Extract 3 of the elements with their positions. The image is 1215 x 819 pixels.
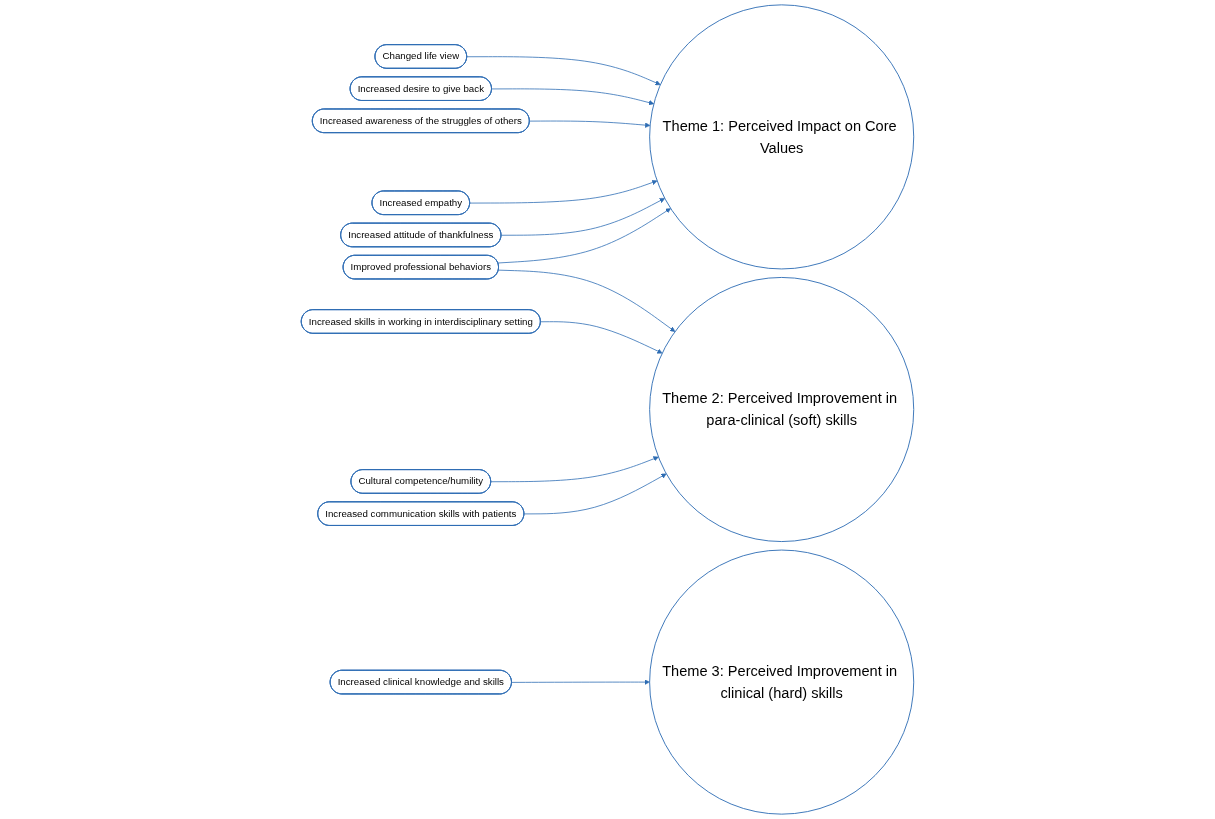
node-circle: Theme 1: Perceived Impact on Core Values	[649, 4, 915, 270]
node-circle: Theme 2: Perceived Improvement in para-clinical (soft) skills	[649, 277, 915, 542]
node-circle: Theme 3: Perceived Improvement in clinical (hard) skills	[649, 549, 915, 815]
